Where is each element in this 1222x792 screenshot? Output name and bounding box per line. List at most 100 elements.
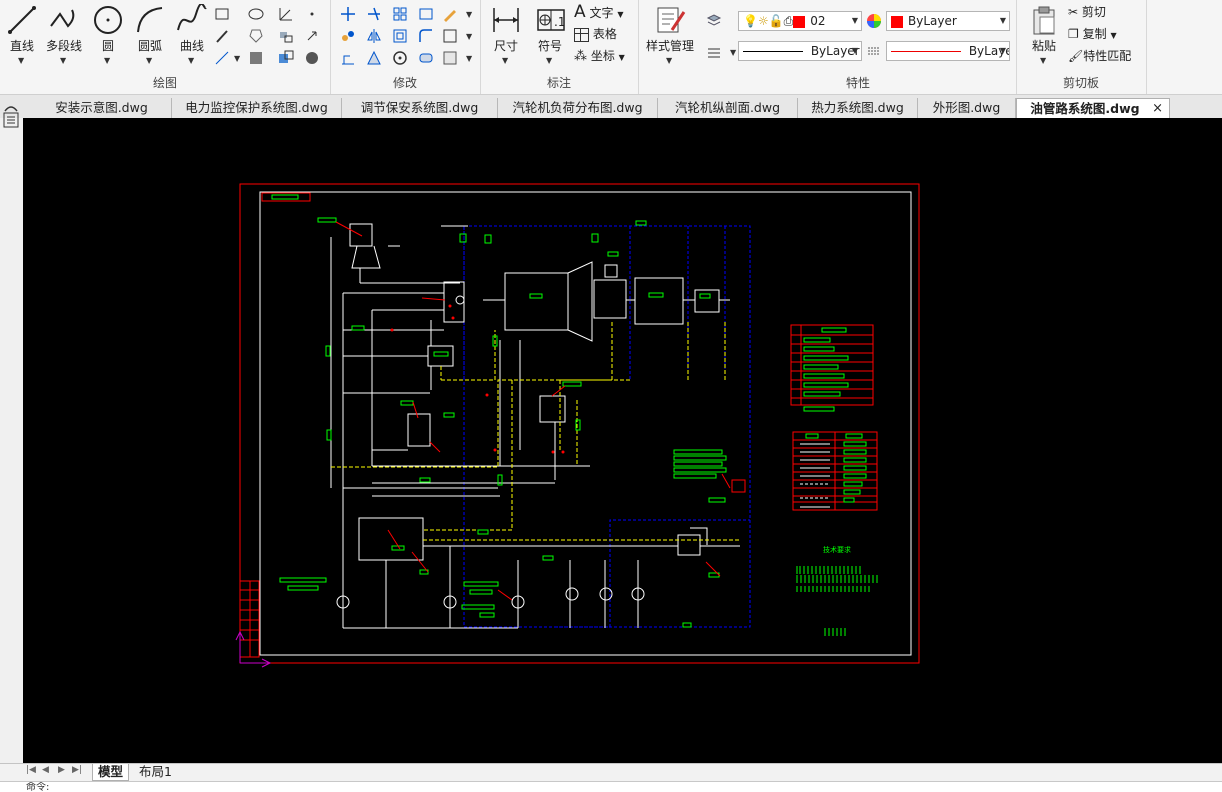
layer-manager-icon[interactable] [706,12,722,28]
properties-icon[interactable] [442,50,458,66]
tab-outline[interactable]: 外形图.dwg [918,98,1016,118]
sun-icon: ☼ [757,14,769,28]
scale-icon[interactable] [340,50,356,66]
tab-install-diagram[interactable]: 安装示意图.dwg [32,98,172,118]
color-wheel-icon[interactable] [866,13,882,29]
brush-icon: 🖌 [1068,49,1084,63]
layer-color-swatch [793,15,806,28]
line-button[interactable]: 直线 ▼ [0,4,44,66]
close-icon[interactable]: × [1152,101,1163,116]
color-combo[interactable]: ByLayer ▼ [886,11,1010,31]
chevron-down-icon: ▼ [146,56,153,65]
ribbon: 直线 ▼ 多段线 ▼ 圆 ▼ 圆弧 ▼ 曲线 ▼ [0,0,1222,95]
lineweight-sample [891,51,961,52]
break-icon[interactable] [366,50,382,66]
tab-label: 调节保安系统图.dwg [360,100,479,115]
linetype-combo[interactable]: ByLayer ▼ [738,41,862,61]
tab-label: 热力系统图.dwg [811,100,904,115]
file-tab-menu-icon[interactable] [1,101,21,129]
svg-text:.1: .1 [554,15,565,29]
cut-button[interactable]: ✂ 剪切 [1068,2,1106,22]
drawing-canvas[interactable]: 技术要求 [23,118,1222,763]
explode-icon[interactable] [442,28,458,44]
drawing-border [259,191,912,656]
command-line[interactable]: 命令: [0,781,1222,792]
chevron-down-icon: ▼ [502,56,509,65]
lightbulb-icon: 💡 [743,14,758,28]
spline-icon [177,4,207,31]
style-manager-button[interactable]: 样式管理 ▼ [642,4,698,66]
lineweight-icon[interactable] [706,44,722,60]
join-icon[interactable] [418,50,434,66]
tab-oil-pipeline[interactable]: 油管路系统图.dwg × [1016,98,1170,118]
mirror-icon[interactable] [366,28,382,44]
offset-icon[interactable] [392,28,408,44]
paste-button[interactable]: 粘贴 ▼ [1022,4,1066,66]
rectangle-icon[interactable] [214,6,230,22]
lineweight-combo[interactable]: ByLaye ▼ [886,41,1010,61]
gradient-icon[interactable] [304,50,320,66]
annotate-group-label: 标注 [546,76,571,90]
tab-thermal-system[interactable]: 热力系统图.dwg [798,98,918,118]
last-layout-icon[interactable]: ▶| [72,765,82,775]
layer-combo[interactable]: 💡☼🔓⎙02 ▼ [738,11,862,31]
match-properties-button[interactable]: 🖌特性匹配 [1068,46,1131,66]
trim-icon[interactable] [366,6,382,22]
region-icon[interactable] [248,28,264,44]
tab-turbine-section[interactable]: 汽轮机纵剖面.dwg [658,98,798,118]
tab-regulation-system[interactable]: 调节保安系统图.dwg [342,98,498,118]
point-icon[interactable] [304,6,320,22]
line-icon [8,6,36,34]
chevron-down-icon: ▼ [851,46,858,55]
style-manager-label: 样式管理 [645,39,694,53]
fillet-icon[interactable] [418,28,434,44]
symbol-label: 符号 [537,39,562,53]
arc-button[interactable]: 圆弧 ▼ [128,4,172,66]
tab-layout1[interactable]: 布局1 [134,764,177,780]
gearbox [593,279,627,319]
curve-button[interactable]: 曲线 ▼ [170,4,214,66]
title-cell [261,192,311,202]
block-icon[interactable] [278,28,294,44]
chevron-down-icon: ▼ [999,16,1006,25]
table-label: 表格 [592,27,617,41]
copy-button[interactable]: ❐ 复制 ▼ [1068,24,1117,44]
construction-line-icon[interactable] [278,6,294,22]
text-button[interactable]: A 文字 ▼ [574,2,623,22]
scissors-icon: ✂ [1068,5,1079,19]
match-properties-label: 特性匹配 [1083,49,1132,63]
circle-button[interactable]: 圆 ▼ [86,4,130,66]
polyline-button[interactable]: 多段线 ▼ [42,4,86,66]
label-placeholders [279,217,727,628]
table-insert-icon[interactable] [278,50,294,66]
linetype-scale-icon[interactable] [866,43,882,59]
cut-label: 剪切 [1081,5,1106,19]
symbol-button[interactable]: .1 符号 ▼ [528,4,572,66]
move-icon[interactable] [340,6,356,22]
next-layout-icon[interactable]: ▶ [58,765,65,775]
tab-model[interactable]: 模型 [92,764,130,781]
chevron-down-icon: ▼ [999,46,1006,55]
coordinate-button[interactable]: ⁂ 坐标 ▼ [574,46,625,66]
ellipse-icon[interactable] [248,6,264,22]
erase-icon[interactable] [442,6,458,22]
copy-object-icon[interactable] [340,28,356,44]
dimension-button[interactable]: 尺寸 ▼ [484,4,528,66]
xline-icon[interactable] [214,50,230,66]
tab-power-monitoring[interactable]: 电力监控保护系统图.dwg [172,98,342,118]
first-layout-icon[interactable]: |◀ [26,765,36,775]
left-tool-strip [0,106,24,763]
tab-turbine-load[interactable]: 汽轮机负荷分布图.dwg [498,98,658,118]
stretch-icon[interactable] [418,6,434,22]
annotate-group: 尺寸 ▼ .1 符号 ▼ A 文字 ▼ 表格 ⁂ 坐标 ▼ 标注 [480,0,639,94]
array-icon[interactable] [392,6,408,22]
pointer-icon[interactable] [304,28,320,44]
tech-requirements-title: 技术要求 [823,545,851,554]
pencil-icon[interactable] [214,28,230,44]
rotate-icon[interactable] [392,50,408,66]
layer-value: 02 [810,14,826,28]
chevron-down-icon: ▼ [1040,56,1047,65]
hatch-icon[interactable] [248,50,264,66]
table-button[interactable]: 表格 [574,24,617,44]
prev-layout-icon[interactable]: ◀ [42,765,49,775]
